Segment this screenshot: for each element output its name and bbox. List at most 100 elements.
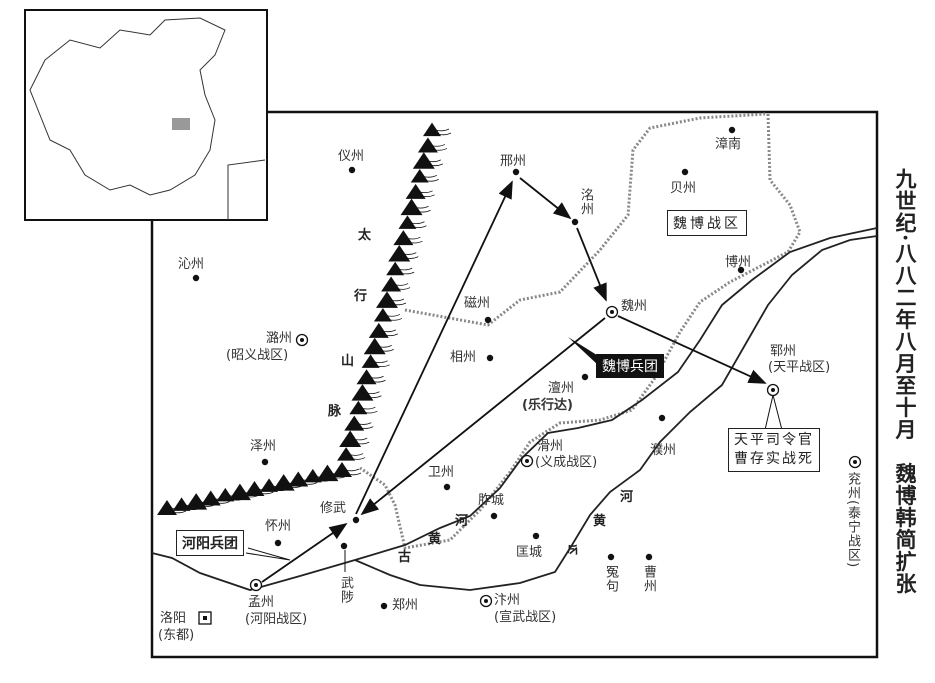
- capital-marker-dot: [525, 459, 529, 463]
- mountain-shading: [373, 360, 390, 368]
- mountain-peak: [398, 215, 417, 229]
- weibo-army-pointer: [568, 337, 600, 365]
- place-weizhou: 魏州: [621, 299, 648, 314]
- mountain-shading: [169, 506, 187, 514]
- capital-marker-dot: [254, 583, 258, 587]
- mountain-shading: [434, 128, 452, 136]
- mountain-shading: [414, 205, 431, 213]
- mountain-shading: [271, 484, 289, 492]
- mountain-shading: [315, 474, 333, 482]
- mountain-peak: [381, 276, 402, 292]
- map-frame: [150, 110, 879, 659]
- city-dot: [380, 602, 388, 610]
- mountain-peak: [423, 122, 441, 137]
- weibo-zone-box: 魏博战区: [667, 210, 747, 236]
- mountain-shading: [385, 314, 403, 321]
- river-new-label-2: 黄: [593, 514, 607, 529]
- place-kuangcheng: 匡城: [516, 545, 543, 560]
- weibo-boundary: [359, 112, 802, 550]
- mountain-label-4: 脉: [328, 404, 342, 419]
- mountain-shading: [365, 391, 382, 398]
- mountain-shading: [406, 236, 423, 244]
- place-yizhou: 仪州: [338, 149, 365, 164]
- place-xiuwu: 修武: [320, 501, 347, 516]
- mountain-peak: [344, 415, 365, 431]
- mountain-peak: [351, 384, 374, 401]
- mountain-peak: [157, 500, 177, 515]
- place-bozhou: 博州: [725, 255, 752, 270]
- mountain-shading: [361, 406, 378, 414]
- mountain-peak: [303, 468, 322, 483]
- mountain-peak: [349, 400, 368, 415]
- mountain-peak: [393, 230, 414, 246]
- place-xiangzhou: 相州: [450, 350, 477, 365]
- mountain-peak: [200, 490, 221, 506]
- mountain-peak: [172, 497, 191, 511]
- city-dot: [571, 218, 579, 226]
- capital-marker-dot: [771, 388, 775, 392]
- weibo-army-box: 魏博兵团: [596, 354, 664, 378]
- mountain-peak: [410, 168, 429, 183]
- place-chanzhou-note: (乐行达): [522, 398, 573, 413]
- luoyang-marker-dot: [203, 616, 207, 620]
- mountain-shading: [184, 503, 201, 511]
- arrow-weizhou-yunzhou: [617, 315, 767, 384]
- city-dot: [443, 483, 451, 491]
- capital-marker-dot: [300, 338, 304, 342]
- place-yuanju: 冤句: [603, 565, 618, 593]
- arrow-weizhou-xiuwu: [360, 317, 606, 516]
- mountain-peak: [356, 369, 377, 385]
- mountain-peak: [332, 462, 352, 477]
- place-zuocheng: 胙城: [478, 493, 505, 508]
- place-bianzhou-zone: (宣武战区): [494, 610, 557, 625]
- city-dot: [486, 354, 494, 362]
- river-old-label-2: 黄: [428, 532, 442, 547]
- city-dot: [192, 274, 200, 282]
- city-dot: [658, 414, 666, 422]
- place-puzhou: 濮州: [650, 443, 677, 458]
- city-dot: [728, 126, 736, 134]
- place-zhengzhou: 郑州: [392, 598, 419, 613]
- caocunshi-line-2: 曹存实战死: [734, 451, 814, 467]
- place-huaizhou: 怀州: [265, 519, 292, 534]
- capital-marker-dot: [853, 460, 857, 464]
- place-weizhou2: 卫州: [428, 465, 455, 480]
- place-huazhou: 滑州: [537, 439, 564, 454]
- new-yellow-river: [354, 235, 878, 591]
- arrow-xiuwu-xingzhou: [355, 180, 513, 515]
- old-yellow-river: [151, 227, 878, 591]
- city-dot: [352, 516, 360, 524]
- place-luoyang-note: (东都): [158, 628, 195, 643]
- taihang-mountains: [157, 122, 452, 515]
- city-dot: [484, 316, 492, 324]
- mountain-shading: [422, 175, 439, 182]
- mountain-peak: [417, 137, 438, 153]
- mountain-shading: [418, 190, 435, 198]
- mountain-shading: [377, 345, 394, 352]
- mountain-peak: [405, 183, 426, 199]
- city-dot: [261, 458, 269, 466]
- arrow-xingzhou-mingzhou: [519, 177, 572, 220]
- place-yunzhou-zone: (天平战区): [768, 360, 831, 375]
- place-xingzhou: 邢州: [500, 154, 527, 169]
- mountain-label-1: 太: [358, 228, 372, 243]
- mountain-shading: [353, 437, 370, 445]
- mountain-shading: [348, 453, 366, 460]
- place-luzhou-zone: (昭义战区): [226, 348, 289, 363]
- mountain-peak: [373, 308, 392, 322]
- city-dot: [645, 553, 653, 561]
- mountain-peak: [412, 152, 435, 169]
- mountain-peak: [288, 471, 309, 487]
- mountain-peak: [361, 354, 380, 368]
- mountain-shading: [389, 298, 407, 306]
- place-beizhou: 贝州: [670, 181, 697, 196]
- place-mingzhou: 洺州: [578, 188, 593, 216]
- campaign-arrows: [261, 177, 767, 583]
- mountain-shading: [213, 497, 230, 504]
- heyang-army-pointer: [245, 547, 291, 561]
- mountain-peak: [260, 478, 279, 492]
- mountain-shading: [199, 500, 216, 507]
- mountain-peak: [363, 337, 386, 355]
- city-dot: [681, 168, 689, 176]
- inset-outline: [29, 17, 226, 196]
